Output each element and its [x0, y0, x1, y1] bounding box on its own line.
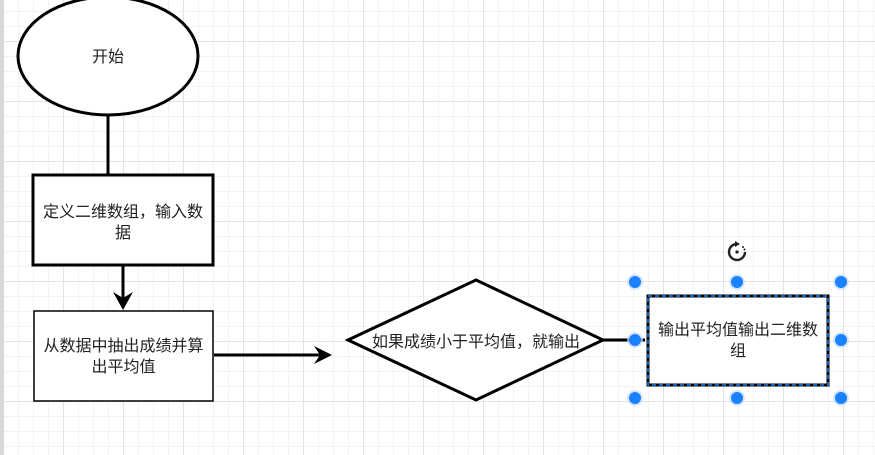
node-decision-shape[interactable]	[344, 278, 607, 402]
resize-handle-right[interactable]	[835, 334, 847, 346]
selection-outline	[647, 295, 829, 386]
resize-handle-bottom[interactable]	[731, 392, 743, 404]
edge-compute-decision-arrowhead	[314, 346, 332, 364]
resize-handle-left[interactable]	[629, 334, 641, 346]
canvas-left-edge	[0, 0, 4, 455]
resize-handle-top-right[interactable]	[835, 276, 847, 288]
node-define-shape[interactable]	[31, 173, 215, 267]
resize-handle-top[interactable]	[731, 276, 743, 288]
resize-handle-bottom-right[interactable]	[835, 392, 847, 404]
edge-define-compute-arrowhead	[113, 292, 133, 310]
node-start-shape[interactable]	[16, 0, 200, 117]
node-compute-shape[interactable]	[33, 310, 214, 402]
resize-handle-top-left[interactable]	[629, 276, 641, 288]
node-output-shape[interactable]	[646, 294, 830, 387]
resize-handle-bottom-left[interactable]	[629, 392, 641, 404]
rotate-icon[interactable]	[725, 240, 749, 264]
